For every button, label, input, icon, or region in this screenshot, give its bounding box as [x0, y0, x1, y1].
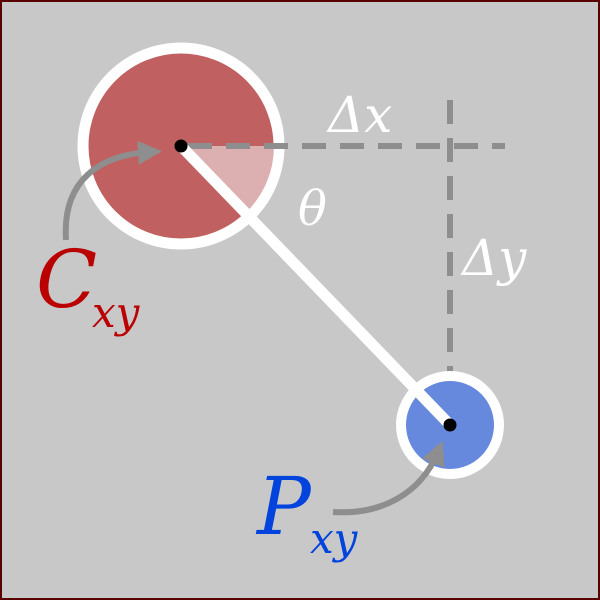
delta-y-label: Δy: [460, 229, 527, 287]
c-subscript: xy: [92, 288, 141, 337]
c-label: C: [36, 233, 97, 326]
center-dot: [174, 139, 188, 153]
connecting-line: [177, 142, 454, 429]
delta-x-label: Δx: [326, 86, 392, 144]
theta-label: θ: [298, 181, 327, 237]
point-dot: [443, 418, 457, 432]
p-label: P: [255, 460, 312, 553]
c-pointer-arrow: [62, 140, 162, 241]
p-subscript: xy: [310, 514, 359, 563]
p-pointer-arrow: [332, 440, 445, 516]
